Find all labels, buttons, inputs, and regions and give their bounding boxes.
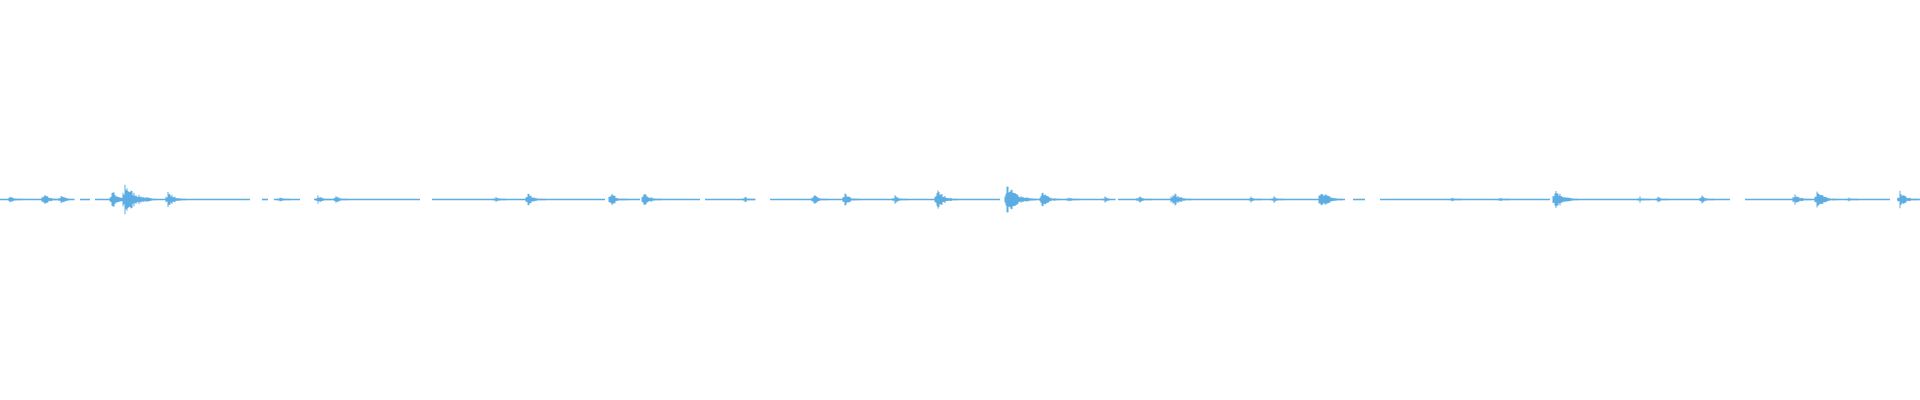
waveform-burst <box>842 193 861 206</box>
waveform-burst <box>58 196 75 203</box>
waveform-burst <box>1102 196 1116 203</box>
waveform-burst <box>1814 191 1838 208</box>
waveform-burst <box>1318 193 1343 206</box>
waveform-burst <box>41 194 60 205</box>
waveform-burst <box>165 191 187 208</box>
waveform-burst <box>1271 196 1285 203</box>
waveform-burst <box>742 197 756 202</box>
waveform-burst <box>608 193 629 206</box>
waveform-burst <box>1004 186 1037 213</box>
waveform-burst <box>1897 190 1919 209</box>
waveform-burst <box>525 193 546 206</box>
waveform-burst <box>1846 197 1859 202</box>
waveform-burst <box>934 190 959 209</box>
waveform-burst <box>1497 198 1510 201</box>
waveform-burst <box>1552 190 1579 209</box>
waveform-burst <box>641 194 662 205</box>
waveform-burst <box>1066 197 1080 202</box>
waveform-burst <box>1655 196 1669 203</box>
waveform-burst <box>1699 195 1715 204</box>
waveform-burst <box>1170 193 1192 206</box>
waveform-burst <box>1637 196 1651 203</box>
waveform-burst <box>493 196 507 203</box>
waveform-burst <box>892 195 908 204</box>
waveform-burst <box>315 195 331 204</box>
waveform-burst <box>1248 196 1262 203</box>
waveform-burst <box>1449 197 1462 202</box>
waveform-burst <box>811 195 828 204</box>
waveform-burst <box>277 197 291 202</box>
waveform-burst <box>7 196 23 203</box>
waveform-burst <box>1039 192 1061 207</box>
waveform-burst <box>1792 194 1811 205</box>
waveform-burst <box>1136 196 1152 203</box>
waveform-burst <box>122 184 157 215</box>
waveform-burst <box>333 196 349 203</box>
